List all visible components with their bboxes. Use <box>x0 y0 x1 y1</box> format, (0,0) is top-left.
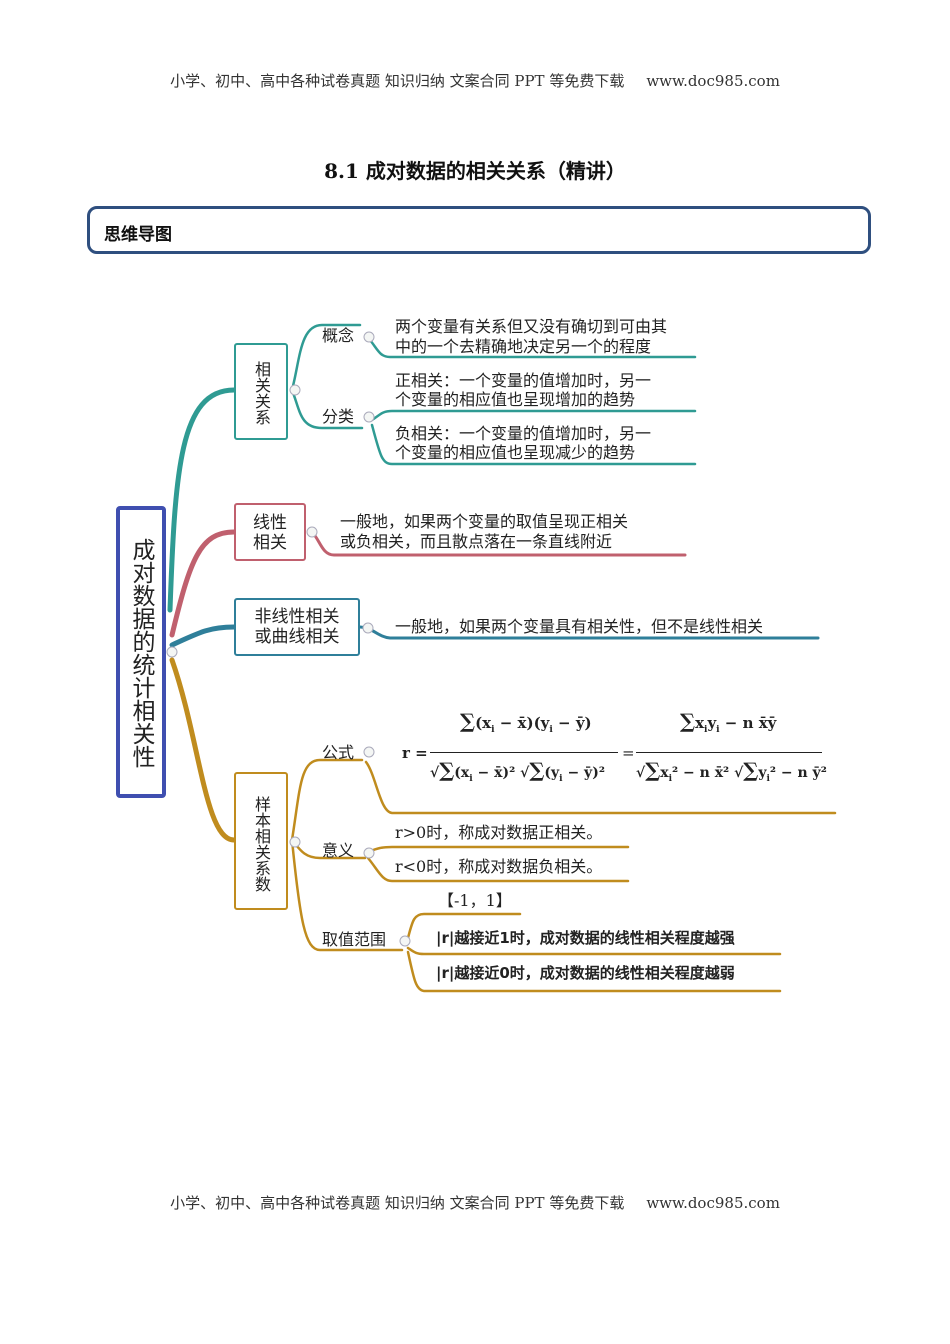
abs-r-symbol: |r| <box>436 964 455 982</box>
range-strong-row: |r|越接近1时，成对数据的线性相关程度越强 <box>436 928 735 948</box>
underline-concept <box>368 338 697 359</box>
connector-related <box>167 387 237 613</box>
node-sample: 样本相关系数 <box>234 772 288 910</box>
linear-desc-line2: 或负相关，而且散点落在一条直线附近 <box>340 532 613 551</box>
meaning-negative: r<0时，称成对数据负相关。 <box>395 857 603 876</box>
node-dot <box>306 526 318 538</box>
node-dot <box>362 622 374 634</box>
class-label: 分类 <box>322 407 355 426</box>
underline-range-weak <box>406 950 782 993</box>
meaning-positive: r>0时，称成对数据正相关。 <box>395 823 603 842</box>
positive-line1: 正相关：一个变量的值增加时，另一 <box>395 371 652 390</box>
section-label: 思维导图 <box>104 225 172 245</box>
node-sample-label: 样本相关系数 <box>252 796 271 892</box>
correlation-formula: r = ∑(xi − x̄)(yi − ȳ) √∑(xi − x̄)² √∑(y… <box>402 709 827 784</box>
central-node: 成对数据的统计相关性 <box>116 506 166 798</box>
abs-r-symbol: |r| <box>436 929 455 947</box>
connector-sample-formula <box>290 758 364 842</box>
range-strong: 越接近1时，成对数据的线性相关程度越强 <box>454 929 735 947</box>
node-related-label: 相关关系 <box>252 361 271 425</box>
node-dot <box>289 384 301 396</box>
connector-related-class <box>290 388 364 430</box>
underline-meaning-neg <box>366 856 630 883</box>
range-weak: 越接近0时，成对数据的线性相关程度越弱 <box>454 964 735 982</box>
node-dot <box>399 935 411 947</box>
underline-positive <box>370 409 697 422</box>
meaning-label: 意义 <box>322 841 355 860</box>
node-linear: 线性 相关 <box>234 503 306 561</box>
underline-formula <box>364 760 837 815</box>
node-related: 相关关系 <box>234 343 288 440</box>
page-title: 8.1 成对数据的相关关系（精讲） <box>324 159 626 183</box>
node-dot <box>363 847 375 859</box>
negative-line2: 个变量的相应值也呈现减少的趋势 <box>395 443 636 462</box>
node-nonlinear: 非线性相关 或曲线相关 <box>234 598 360 656</box>
concept-label: 概念 <box>322 326 355 345</box>
node-nonlinear-line2: 或曲线相关 <box>254 627 340 647</box>
page-header: 小学、初中、高中各种试卷真题 知识归纳 文案合同 PPT 等免费下载 www.do… <box>0 70 950 91</box>
concept-line2: 中的一个去精确地决定另一个的程度 <box>395 337 652 356</box>
node-nonlinear-line1: 非线性相关 <box>254 607 340 627</box>
node-dot <box>363 411 375 423</box>
node-dot <box>363 746 375 758</box>
footer-site[interactable]: www.doc985.com <box>646 1194 780 1212</box>
connector-sample <box>169 657 237 843</box>
section-box: 思维导图 <box>87 206 871 254</box>
formula-label: 公式 <box>322 743 355 762</box>
connector-related-concept <box>290 323 362 392</box>
header-text: 小学、初中、高中各种试卷真题 知识归纳 文案合同 PPT 等免费下载 <box>170 72 625 90</box>
negative-line1: 负相关：一个变量的值增加时，另一 <box>395 424 652 443</box>
positive-line2: 个变量的相应值也呈现增加的趋势 <box>395 390 636 409</box>
range-value: 【-1，1】 <box>438 891 512 910</box>
range-label: 取值范围 <box>322 930 387 949</box>
header-site[interactable]: www.doc985.com <box>646 72 780 90</box>
node-dot <box>166 646 178 658</box>
node-linear-line1: 线性 <box>253 513 287 533</box>
underline-range-strong <box>406 946 782 956</box>
node-dot <box>289 836 301 848</box>
page-footer: 小学、初中、高中各种试卷真题 知识归纳 文案合同 PPT 等免费下载 www.do… <box>0 1192 950 1213</box>
connector-sample-range <box>290 838 404 952</box>
concept-line1: 两个变量有关系但又没有确切到可由其 <box>395 317 668 336</box>
underline-meaning-pos <box>366 845 630 854</box>
node-linear-line2: 相关 <box>253 533 287 553</box>
node-dot <box>363 331 375 343</box>
underline-negative <box>370 423 697 466</box>
central-label: 成对数据的统计相关性 <box>128 538 154 768</box>
footer-text: 小学、初中、高中各种试卷真题 知识归纳 文案合同 PPT 等免费下载 <box>170 1194 625 1212</box>
linear-desc-line1: 一般地，如果两个变量的取值呈现正相关 <box>340 512 629 531</box>
connector-nonlinear <box>169 624 237 648</box>
nonlinear-desc: 一般地，如果两个变量具有相关性，但不是线性相关 <box>395 617 764 636</box>
range-weak-row: |r|越接近0时，成对数据的线性相关程度越弱 <box>436 963 735 983</box>
connector-linear <box>169 529 237 638</box>
